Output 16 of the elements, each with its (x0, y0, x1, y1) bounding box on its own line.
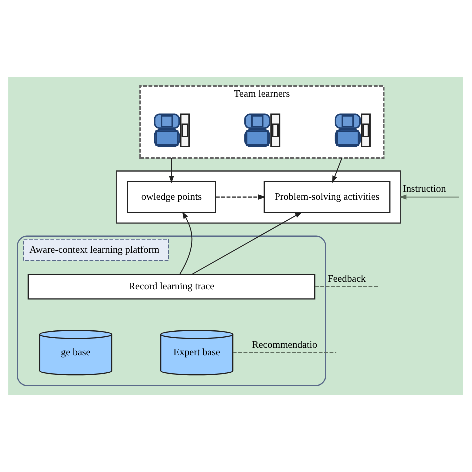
node-box: Record learning trace (28, 274, 316, 300)
edge-label: Feedback (328, 274, 366, 285)
edge-label: Recommendatio (252, 340, 318, 351)
edge-label: Instruction (403, 184, 446, 196)
node-box: Problem-solving activities (264, 181, 391, 214)
cluster (116, 170, 402, 224)
arrow (180, 212, 193, 276)
connector (233, 352, 337, 354)
arrow (399, 194, 460, 200)
arrow (216, 194, 266, 200)
node-box: owledge points (127, 181, 216, 214)
cluster: Team learners (140, 85, 385, 159)
arrow (169, 158, 174, 184)
connector (315, 286, 379, 288)
arrow (332, 158, 343, 184)
arrow (192, 212, 302, 276)
